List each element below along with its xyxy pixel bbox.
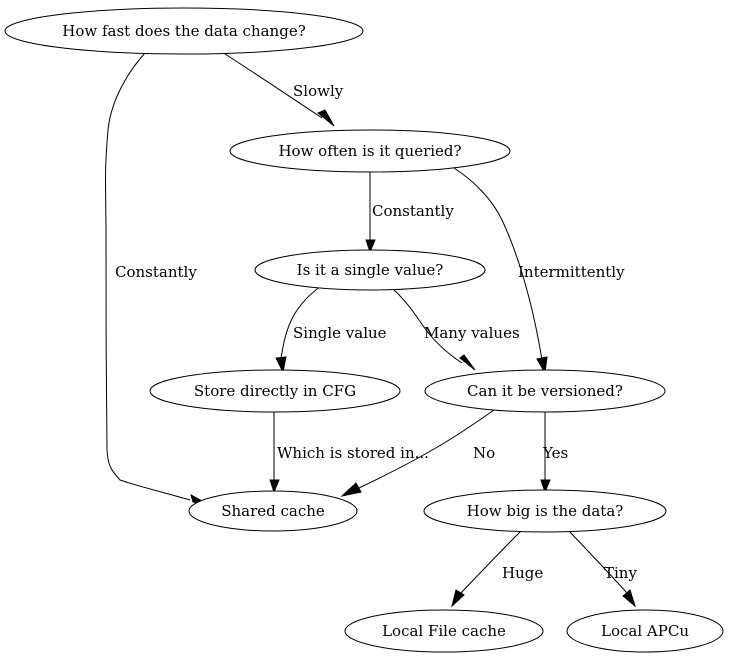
- node-store_cfg[interactable]: Store directly in CFG: [149, 369, 401, 413]
- edge-label: Many values: [424, 324, 520, 342]
- edge-e_which_stored: [269, 412, 280, 494]
- node-label: Store directly in CFG: [194, 382, 356, 400]
- node-local_apcu[interactable]: Local APCu: [566, 609, 724, 653]
- node-shape[interactable]: [254, 249, 486, 291]
- node-versioned[interactable]: Can it be versioned?: [424, 369, 666, 413]
- node-label: Local File cache: [382, 622, 506, 640]
- node-shape[interactable]: [344, 609, 544, 653]
- node-shape[interactable]: [424, 369, 666, 413]
- edge-label: Tiny: [604, 564, 637, 582]
- edge-label: Huge: [502, 564, 543, 582]
- node-local_file[interactable]: Local File cache: [344, 609, 544, 653]
- node-shared_cache[interactable]: Shared cache: [188, 490, 358, 532]
- node-how_big[interactable]: How big is the data?: [423, 489, 667, 533]
- arrowhead-icon: [459, 354, 476, 371]
- edge-label: Single value: [293, 324, 387, 342]
- arrowhead-icon: [451, 589, 465, 608]
- node-label: Can it be versioned?: [467, 382, 623, 400]
- arrowhead-icon: [365, 239, 376, 254]
- node-shape[interactable]: [149, 369, 401, 413]
- node-label: Local APCu: [601, 622, 689, 640]
- edge-e_intermittently: [453, 167, 548, 375]
- node-label: How fast does the data change?: [62, 22, 306, 40]
- edge-label: Constantly: [372, 202, 454, 220]
- edge-e_yes: [540, 412, 551, 494]
- edge-label: Which is stored in...: [277, 444, 429, 462]
- arrowhead-icon: [536, 356, 548, 375]
- node-how_often[interactable]: How often is it queried?: [229, 129, 511, 173]
- node-how_fast[interactable]: How fast does the data change?: [4, 7, 364, 55]
- node-shape[interactable]: [229, 129, 511, 173]
- edge-line: [391, 287, 463, 364]
- edge-e_many_values: [391, 287, 476, 371]
- node-label: Shared cache: [221, 502, 325, 520]
- edge-line: [221, 51, 323, 119]
- arrowhead-icon: [540, 479, 551, 494]
- edge-line: [105, 52, 191, 501]
- edge-e_huge: [451, 530, 522, 608]
- edge-line: [568, 530, 628, 594]
- edge-e_slowly: [221, 51, 335, 127]
- node-label: Is it a single value?: [297, 261, 444, 279]
- arrowhead-icon: [622, 589, 636, 608]
- edge-e_constantly_mid: [365, 172, 376, 254]
- edge-label: Intermittently: [518, 263, 625, 281]
- arrowhead-icon: [269, 479, 280, 494]
- edge-labels-layer: SlowlyConstantlyConstantlyIntermittently…: [115, 82, 637, 582]
- node-single_value[interactable]: Is it a single value?: [254, 249, 486, 291]
- node-label: How often is it queried?: [278, 142, 461, 160]
- node-shape[interactable]: [4, 7, 364, 55]
- arrowhead-icon: [275, 356, 287, 374]
- edge-label: Slowly: [293, 82, 344, 100]
- nodes-layer: How fast does the data change? How often …: [4, 7, 724, 653]
- node-shape[interactable]: [188, 490, 358, 532]
- edge-line: [453, 167, 543, 361]
- node-shape[interactable]: [566, 609, 724, 653]
- edge-label: Constantly: [115, 263, 197, 281]
- edge-label: No: [473, 444, 495, 462]
- edge-e_tiny: [568, 530, 636, 608]
- edge-line: [459, 530, 522, 595]
- node-label: How big is the data?: [467, 502, 624, 520]
- edge-line: [280, 285, 322, 360]
- edge-e_no: [340, 409, 495, 497]
- edge-line: [358, 409, 495, 489]
- edge-e_single_value: [275, 285, 322, 374]
- arrowhead-icon: [317, 109, 335, 127]
- arrowhead-icon: [340, 482, 362, 497]
- edge-label: Yes: [542, 444, 568, 462]
- node-shape[interactable]: [423, 489, 667, 533]
